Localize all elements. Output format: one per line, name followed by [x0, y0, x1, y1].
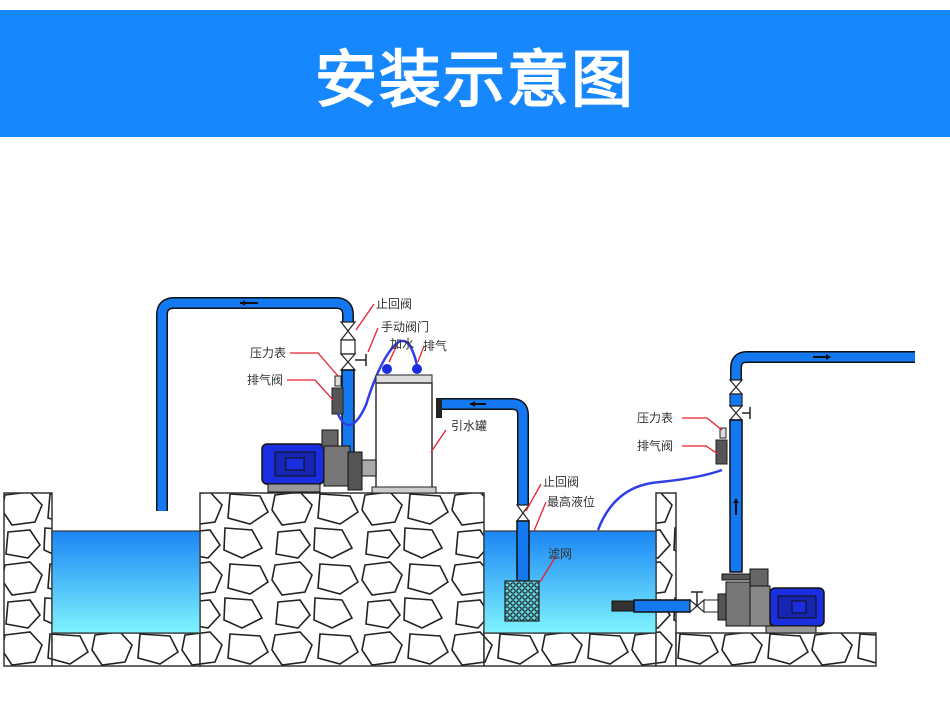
label-right-pressure-gauge: 压力表: [637, 411, 673, 425]
fill-water-port-icon: [382, 364, 392, 374]
left-pump: [261, 429, 377, 493]
left-hose: [336, 339, 420, 427]
label-left-pressure-gauge: 压力表: [250, 346, 286, 360]
inlet-strainer: [611, 600, 635, 612]
left-basin-floor: [51, 632, 201, 667]
right-pressure-gauge: [719, 427, 727, 439]
header-banner: 安装示意图: [0, 10, 950, 137]
left-discharge-pipe: [156, 297, 354, 511]
label-priming-tank: 引水罐: [451, 419, 487, 433]
label-max-level: 最高液位: [547, 494, 595, 509]
page-title: 安装示意图: [314, 42, 635, 116]
right-riser-pipe: [729, 419, 743, 573]
label-manual-valve: 手动阀门: [381, 319, 429, 334]
label-left-check-valve: 止回阀: [376, 297, 412, 311]
right-ground: [675, 632, 877, 667]
left-water-basin: [51, 530, 201, 634]
label-fill-water: 加水: [390, 337, 414, 351]
right-check-valve: [728, 379, 744, 421]
right-wall: [655, 492, 677, 667]
leader-lines: [287, 303, 723, 583]
center-platform: [199, 492, 485, 667]
label-filter-screen: 滤网: [548, 547, 572, 561]
left-riser-pipe: [341, 369, 355, 459]
suction-pipe: [516, 520, 530, 582]
left-check-valve: [339, 321, 357, 371]
label-mid-check-valve: 止回阀: [543, 475, 579, 489]
right-discharge-pipe: [730, 351, 915, 380]
mid-check-valve: [515, 504, 531, 522]
right-pump: [717, 568, 825, 634]
label-left-air-valve: 排气阀: [247, 372, 283, 387]
filter-screen: [504, 580, 540, 622]
mid-basin-floor: [483, 632, 657, 667]
label-right-air-valve: 排气阀: [637, 438, 673, 453]
right-inlet-pipe: [633, 599, 691, 613]
right-air-valve: [715, 439, 728, 465]
left-wall: [3, 492, 53, 667]
tank-outlet-pipe: [442, 398, 529, 505]
label-exhaust: 排气: [423, 338, 447, 353]
left-pressure-gauge: [334, 375, 342, 387]
priming-tank: [371, 364, 442, 494]
left-air-valve: [331, 387, 344, 415]
right-hose: [596, 468, 723, 531]
exhaust-port-icon: [412, 364, 422, 374]
